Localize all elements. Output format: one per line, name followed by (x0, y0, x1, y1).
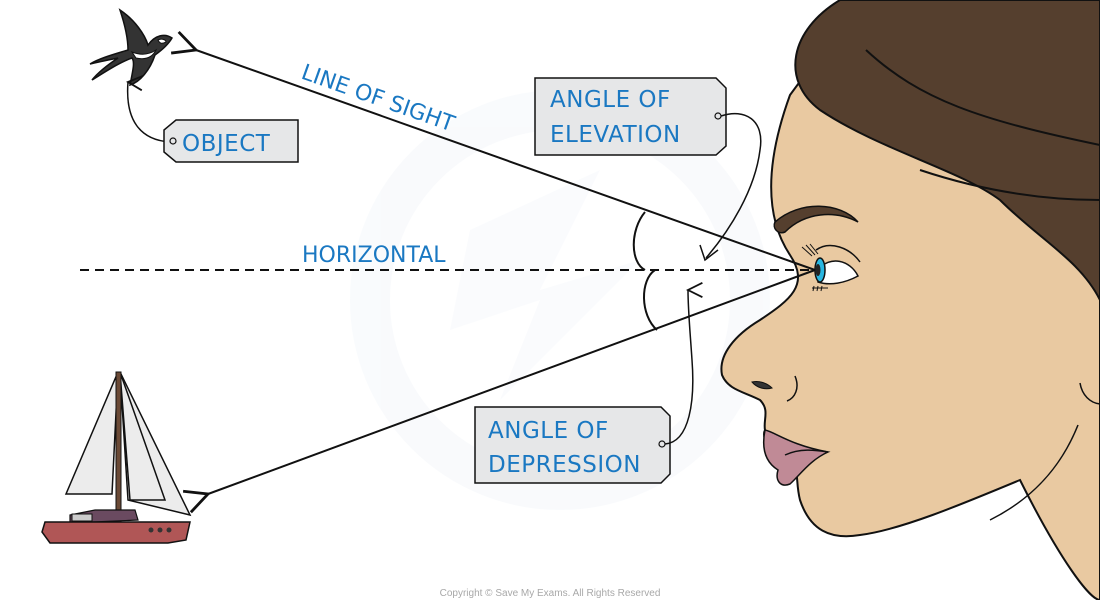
elevation-arc (632, 211, 646, 271)
svg-text:ANGLE OF: ANGLE OF (488, 418, 609, 444)
svg-text:ANGLE OF: ANGLE OF (550, 87, 671, 113)
elevation-pointer (705, 112, 762, 259)
hair (794, 0, 1100, 301)
svg-text:OBJECT: OBJECT (182, 131, 271, 157)
line-of-sight-up (196, 50, 816, 271)
svg-text:ELEVATION: ELEVATION (550, 122, 681, 148)
angle-of-elevation-tag: ANGLE OF ELEVATION (534, 77, 727, 156)
eye (817, 260, 859, 285)
depression-pointer (664, 290, 693, 445)
bird (89, 8, 173, 87)
nostril (751, 381, 773, 390)
object-tag: OBJECT (163, 119, 299, 163)
svg-text:DEPRESSION: DEPRESSION (488, 452, 641, 478)
line-of-sight-label: LINE OF SIGHT (298, 60, 458, 137)
eyebrow (773, 205, 859, 234)
horizontal-label: HORIZONTAL (302, 243, 446, 268)
line-of-sight-down (208, 269, 816, 494)
object-pointer (128, 82, 171, 143)
lips (763, 429, 831, 486)
observer-face (720, 0, 1100, 600)
angle-of-depression-tag: ANGLE OF DEPRESSION (474, 406, 671, 484)
depression-arc (643, 269, 658, 331)
copyright-text: Copyright © Save My Exams. All Rights Re… (440, 588, 661, 599)
sailboat (41, 371, 192, 544)
